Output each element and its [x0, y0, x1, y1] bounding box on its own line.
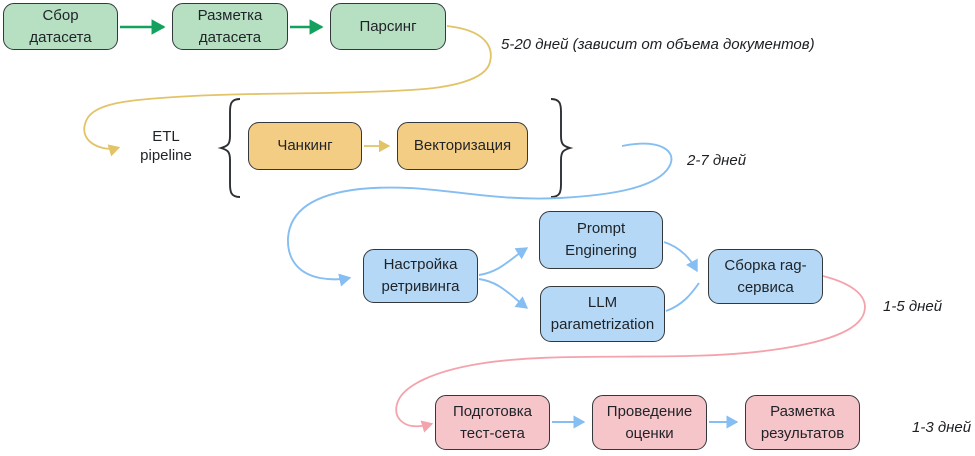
arrow-retrieval-to-llm	[478, 278, 529, 309]
etl-pipeline-label: ETL pipeline	[140, 128, 192, 164]
node-llm-parametrization: LLM parametrization	[540, 286, 665, 342]
node-rag-service-build: Сборка rag- сервиса	[708, 249, 823, 304]
right-brace	[550, 98, 574, 198]
curve-parsing-to-etl	[83, 25, 492, 157]
curve-ragservice-to-testset	[395, 275, 866, 433]
arrow-llm-to-ragservice	[665, 282, 700, 312]
annotation-stage1-duration: 5-20 дней (зависит от объема документов)	[501, 36, 815, 53]
node-testset-prep: Подготовка тест-сета	[435, 395, 550, 450]
node-collect-dataset: Сбор датасета	[3, 3, 118, 50]
node-results-markup: Разметка результатов	[745, 395, 860, 450]
curve-etl-to-retrieval	[287, 142, 673, 287]
node-vectorization: Векторизация	[397, 122, 528, 170]
annotation-stage3-duration: 1-5 дней	[883, 298, 943, 315]
arrow-prompt-to-ragservice	[663, 241, 698, 273]
annotation-stage4-duration: 1-3 дней	[912, 419, 972, 436]
node-chunking: Чанкинг	[248, 122, 362, 170]
left-brace	[217, 98, 241, 198]
annotation-stage2-duration: 2-7 дней	[687, 152, 747, 169]
arrow-retrieval-to-prompt	[478, 247, 529, 276]
node-markup-dataset: Разметка датасета	[172, 3, 288, 50]
node-retrieval-tuning: Настройка ретривинга	[363, 249, 478, 303]
node-parsing: Парсинг	[330, 3, 446, 50]
node-evaluation-run: Проведение оценки	[592, 395, 707, 450]
node-prompt-engineering: Prompt Enginering	[539, 211, 663, 269]
